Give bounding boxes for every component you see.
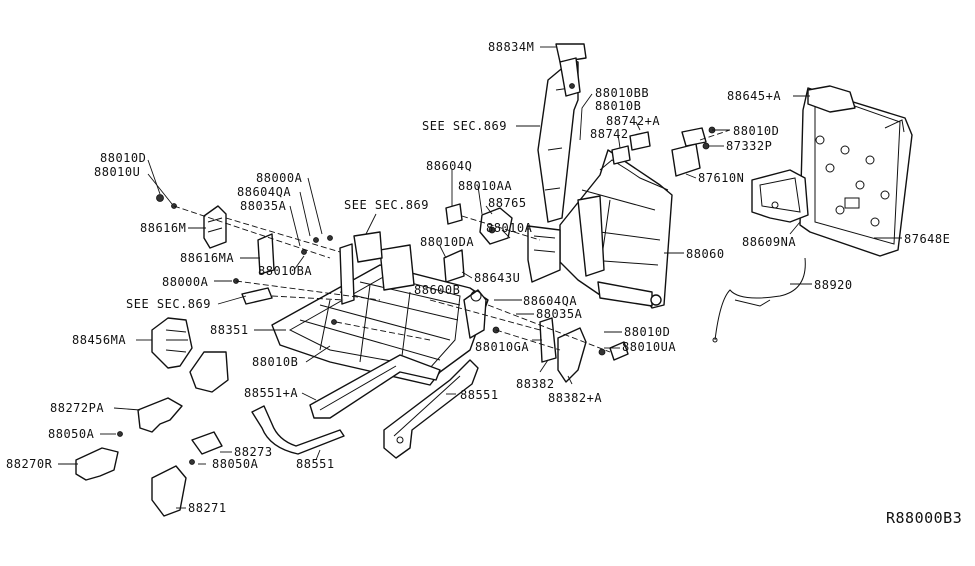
label-88834M: 88834M <box>488 40 534 54</box>
label-88616M: 88616M <box>140 221 186 235</box>
leader-lines <box>58 46 902 509</box>
label-88551-bottom: 88551 <box>296 457 335 471</box>
label-88010D-right: 88010D <box>733 124 779 138</box>
label-88010D-left: 88010D <box>100 151 146 165</box>
cover-88270R <box>75 447 119 481</box>
label-88600B: 88600B <box>414 283 460 297</box>
label-88551-right: 88551 <box>460 388 499 402</box>
label-88035A-left: 88035A <box>240 199 287 213</box>
cushion-frame-88351 <box>271 231 489 386</box>
label-88604Q: 88604Q <box>426 159 472 173</box>
cap-88000A <box>233 278 273 305</box>
label-88010DA: 88010DA <box>420 235 474 249</box>
cover-88273 <box>191 431 223 455</box>
label-87648E: 87648E <box>904 232 950 246</box>
label-88050A-bottom: 88050A <box>212 457 259 471</box>
back-cover-88609NA <box>751 169 809 223</box>
label-88765: 88765 <box>488 196 527 210</box>
cover-88272PA <box>137 397 183 433</box>
label-88616MA: 88616MA <box>180 251 234 265</box>
label-88050A-top: 88050A <box>48 427 95 441</box>
label-88010AA: 88010AA <box>458 179 512 193</box>
label-88010BA: 88010BA <box>258 264 312 278</box>
label-88010UA: 88010UA <box>622 340 676 354</box>
seat-back-frame-88060 <box>537 43 673 309</box>
label-88010BB: 88010BB <box>595 86 649 100</box>
label-88271: 88271 <box>188 501 227 515</box>
label-88000A-left: 88000A <box>162 275 209 289</box>
label-see-sec-869-left: SEE SEC.869 <box>126 297 211 311</box>
label-88645A: 88645+A <box>727 89 781 103</box>
label-88010B-top: 88010B <box>595 99 641 113</box>
label-87332P: 87332P <box>726 139 772 153</box>
label-see-sec-869-top: SEE SEC.869 <box>422 119 507 133</box>
finisher-88616M <box>156 194 227 249</box>
cable-88920 <box>712 257 806 343</box>
label-88742: 88742 <box>590 127 629 141</box>
label-88010GA: 88010GA <box>475 340 529 354</box>
label-88604QA-left: 88604QA <box>237 185 291 199</box>
label-88010D-mid: 88010D <box>624 325 670 339</box>
label-88382A: 88382+A <box>548 391 602 405</box>
latch-87610N <box>671 126 716 177</box>
label-88010B-mid: 88010B <box>252 355 298 369</box>
bracket-lower-left <box>189 351 229 393</box>
towel-bar-88551 <box>251 405 345 455</box>
label-88272PA: 88272PA <box>50 401 104 415</box>
bracket-88382 <box>492 317 629 383</box>
label-88456MA: 88456MA <box>72 333 126 347</box>
cover-88271 <box>151 465 187 517</box>
bracket-88765 <box>479 207 513 245</box>
label-88010U: 88010U <box>94 165 140 179</box>
label-87610N: 87610N <box>698 171 744 185</box>
diagram-reference-code: R88000B3 <box>886 509 962 527</box>
callout-labels: 88834M 88010BB 88010B SEE SEC.869 88742+… <box>6 40 950 515</box>
label-88742A: 88742+A <box>606 114 660 128</box>
headrest-guide-88834M <box>559 57 581 97</box>
bolt-88604Q <box>445 203 463 225</box>
label-88000A-top: 88000A <box>256 171 303 185</box>
label-88010A: 88010A <box>486 221 533 235</box>
label-88060: 88060 <box>686 247 725 261</box>
label-88351: 88351 <box>210 323 249 337</box>
label-88604QA-right: 88604QA <box>523 294 577 308</box>
label-see-sec-869-mid: SEE SEC.869 <box>344 198 429 212</box>
part-88742 <box>611 131 651 165</box>
bracket-88616MA <box>257 233 275 275</box>
label-88920: 88920 <box>814 278 853 292</box>
cover-88456MA <box>151 317 193 369</box>
label-88382: 88382 <box>516 377 555 391</box>
label-88609NA: 88609NA <box>742 235 796 249</box>
assembly-dash-lines <box>173 129 731 353</box>
label-88643U: 88643U <box>474 271 520 285</box>
label-88551A: 88551+A <box>244 386 298 400</box>
bracket-88643U <box>443 225 561 283</box>
seat-rail-88551 <box>309 354 479 459</box>
label-88273: 88273 <box>234 445 273 459</box>
bolts-left <box>117 235 337 465</box>
label-88270R: 88270R <box>6 457 53 471</box>
seat-back-board-88645A <box>799 85 913 257</box>
label-88035A-right: 88035A <box>536 307 583 321</box>
